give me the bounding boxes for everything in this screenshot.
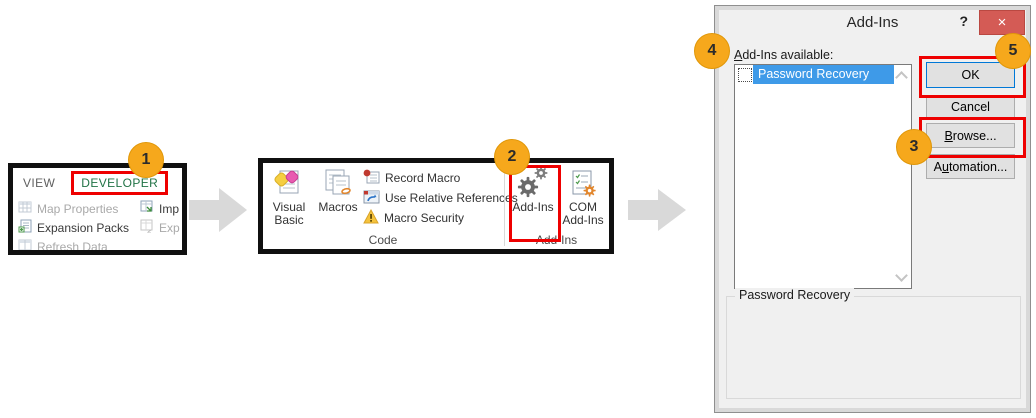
expansion-packs-icon [18,219,33,236]
map-properties-label: Map Properties [37,201,119,216]
map-properties-icon [18,201,33,217]
expansion-packs-label: Expansion Packs [37,220,130,235]
step-badge-5-number: 5 [1008,42,1018,59]
record-macro-icon [363,169,380,188]
refresh-data-item[interactable]: Refresh Data [18,237,129,254]
use-relative-references-label: Use Relative References [385,191,518,205]
visual-basic-label: Visual Basic [272,200,306,227]
close-icon[interactable]: × [979,10,1025,35]
macro-security-label: Macro Security [384,211,465,225]
add-ins-button[interactable]: Add-Ins [512,166,554,214]
step-badge-5: 5 [995,33,1031,69]
import-item[interactable]: Imp [140,199,180,218]
automation-button[interactable]: Automation... [926,154,1015,179]
browse-accelerator: B [944,128,953,143]
cancel-button[interactable]: Cancel [926,95,1015,119]
macros-label: Macros [318,200,358,214]
ribbon-items-column-2: Imp Exp [140,199,180,237]
step-badge-2: 2 [494,139,530,175]
map-properties-item[interactable]: Map Properties [18,199,129,218]
record-macro-label: Record Macro [385,171,461,185]
macros-button[interactable]: Macros [315,166,361,214]
flow-arrow-1 [189,188,247,232]
ribbon-tabs-panel: VIEW DEVELOPER Map Properties Expansion … [8,163,187,255]
code-group-label: Code [368,233,398,247]
gears-icon [517,166,549,198]
step-badge-3: 3 [896,129,932,165]
flow-arrow-2 [628,189,686,231]
scroll-down-icon[interactable] [895,269,908,282]
step-badge-4: 4 [694,33,730,69]
ribbon-items-column: Map Properties Expansion Packs Refresh D… [18,199,129,254]
group-separator [504,166,505,246]
export-icon [140,219,155,236]
step-badge-4-number: 4 [707,42,717,59]
refresh-data-icon [18,239,33,250]
developer-ribbon-panel: Visual Basic Macros Record Macro [258,158,614,254]
step-badge-2-number: 2 [507,148,517,165]
automation-rest: tomation... [948,159,1008,174]
refresh-data-label: Refresh Data [37,239,108,254]
group-box-label: Password Recovery [735,288,855,302]
import-icon [140,200,155,217]
add-ins-label: Add-Ins [512,200,554,214]
ok-button[interactable]: OK [926,62,1015,88]
step-badge-1-number: 1 [141,151,151,168]
export-label: Exp [159,220,180,235]
label-rest: dd-Ins available: [742,48,834,62]
add-ins-available-label: Add-Ins available: [734,48,833,62]
step-badge-1: 1 [128,142,164,178]
password-recovery-item-label[interactable]: Password Recovery [753,65,894,84]
visual-basic-button[interactable]: Visual Basic [265,166,313,227]
tab-strip: VIEW DEVELOPER [21,171,169,195]
automation-accelerator: u [942,159,949,174]
label-accelerator: A [734,48,743,62]
macros-icon [323,166,353,198]
expansion-packs-item[interactable]: Expansion Packs [18,218,129,237]
browse-button[interactable]: Browse... [926,123,1015,148]
step-badge-3-number: 3 [909,138,919,155]
record-macro-button[interactable]: Record Macro [363,168,518,188]
macro-security-warning-icon [363,208,379,227]
visual-basic-icon [274,166,304,198]
automation-pre: A [933,159,942,174]
com-add-ins-button[interactable]: COM Add-Ins [559,166,607,227]
list-item[interactable]: Password Recovery [735,65,911,84]
com-addins-checklist-gear-icon [568,166,598,198]
use-relative-references-button[interactable]: Use Relative References [363,188,518,208]
dialog-title-bar[interactable]: Add-Ins ? × [715,6,1030,38]
import-label: Imp [159,201,180,216]
add-ins-group-label: Add-Ins [535,233,578,247]
dialog-title: Add-Ins [846,14,899,31]
add-ins-listbox[interactable]: Password Recovery [734,64,912,289]
tab-developer[interactable]: DEVELOPER [71,171,169,195]
browse-rest: rowse... [952,128,997,143]
description-group-box: Password Recovery [726,288,1021,399]
password-recovery-checkbox[interactable] [738,67,752,82]
tab-view[interactable]: VIEW [23,176,56,190]
export-item[interactable]: Exp [140,218,180,237]
add-ins-dialog: Add-Ins ? × Add-Ins available: Password … [714,5,1031,413]
relative-references-icon [363,189,380,208]
help-icon[interactable]: ? [959,13,968,29]
com-add-ins-label: COM Add-Ins [562,200,604,227]
macro-security-button[interactable]: Macro Security [363,208,518,228]
